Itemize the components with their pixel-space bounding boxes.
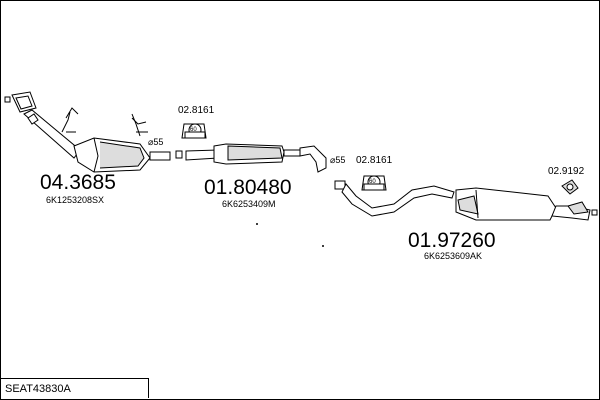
part-number-catalytic-converter: 04.3685 bbox=[40, 171, 116, 194]
intermediate-pipe-front bbox=[149, 149, 219, 161]
lambda-sensor-rear bbox=[131, 113, 148, 137]
clamp-icon-b bbox=[361, 175, 387, 191]
model-code-box: SEAT43830A bbox=[1, 378, 149, 398]
downpipe bbox=[23, 109, 81, 159]
clamp-label-a: 02.8161 bbox=[178, 105, 215, 116]
ref-catalytic-converter: 6K1253208SX bbox=[46, 195, 105, 205]
model-code: SEAT43830A bbox=[5, 383, 71, 395]
ref-middle-silencer: 6K6253409M bbox=[222, 199, 276, 209]
rubber-mount-label: 02.9192 bbox=[548, 166, 585, 177]
lambda-sensor-front bbox=[61, 107, 79, 133]
clamp-icon-a bbox=[181, 123, 207, 139]
part-number-rear-silencer: 01.97260 bbox=[408, 229, 496, 252]
rubber-mount-icon bbox=[561, 179, 579, 195]
clamp-badge-text-b: 60 bbox=[369, 179, 376, 185]
pipe-diameter-label-b: ⌀55 bbox=[330, 155, 346, 165]
middle-silencer bbox=[213, 143, 301, 165]
s-bend-pipe bbox=[299, 145, 327, 173]
rear-silencer bbox=[455, 187, 598, 221]
rear-pipe bbox=[334, 180, 455, 217]
part-number-middle-silencer: 01.80480 bbox=[204, 176, 292, 199]
ref-rear-silencer: 6K6253609AK bbox=[424, 251, 483, 261]
catalytic-converter bbox=[73, 137, 151, 173]
pipe-diameter-label-a: ⌀55 bbox=[148, 137, 164, 147]
front-flange bbox=[4, 91, 37, 113]
clamp-label-b: 02.8161 bbox=[356, 155, 393, 166]
clamp-badge-text-a: 60 bbox=[190, 127, 197, 133]
